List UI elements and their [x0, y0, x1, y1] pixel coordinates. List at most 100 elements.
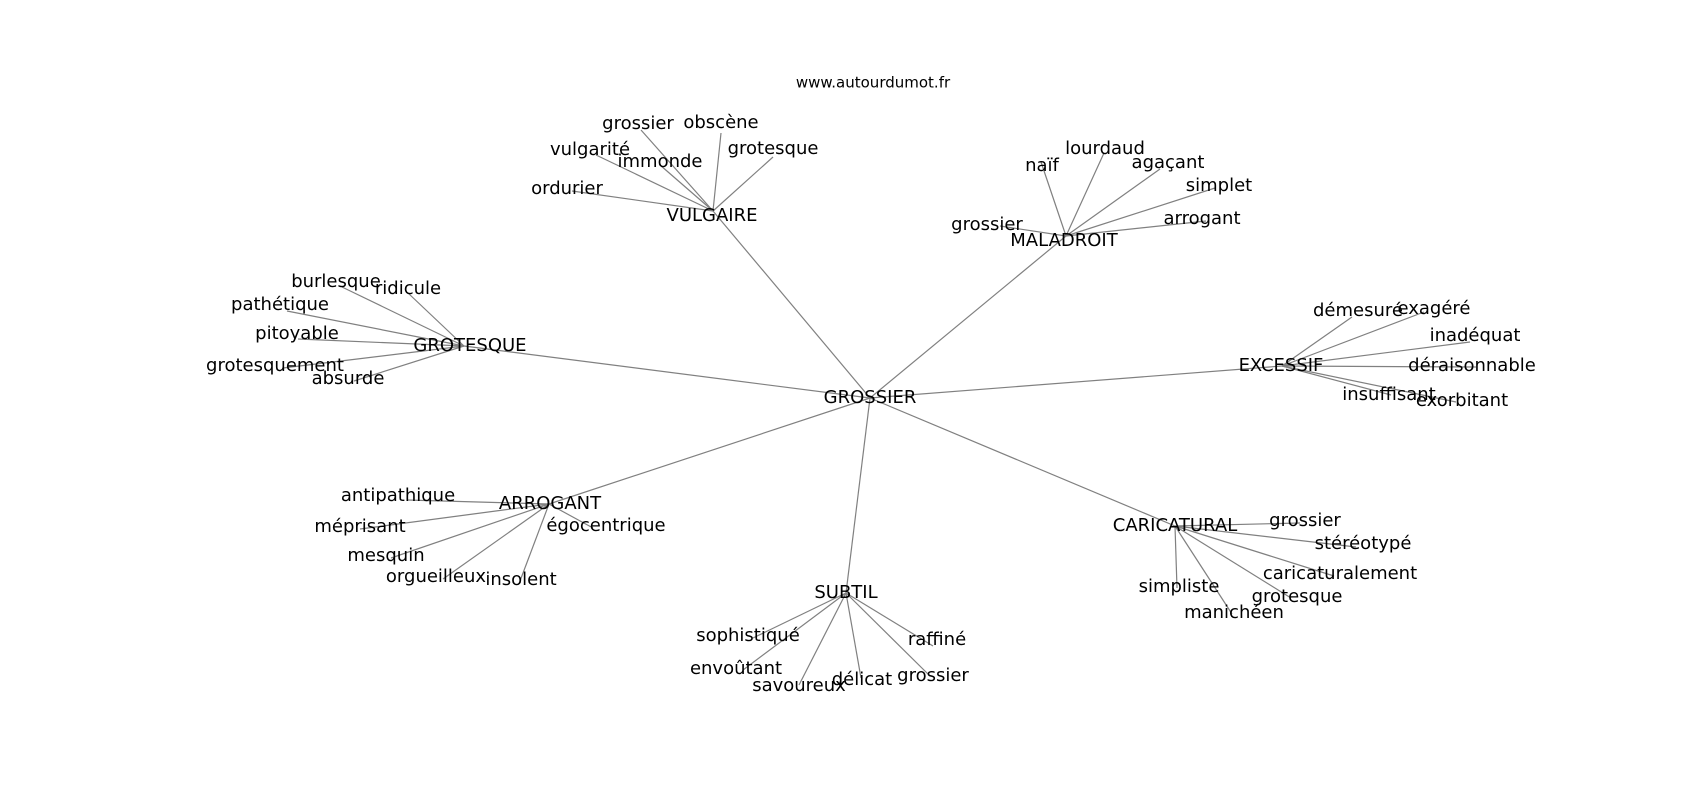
edge-vulgaire-ordurier — [571, 190, 714, 212]
edge-layer — [282, 129, 1477, 686]
edge-arrogant-antipathique — [406, 499, 550, 505]
edge-subtil-envoutant — [742, 592, 847, 671]
edge-grotesque-grotesquement — [282, 345, 465, 369]
leaf-node-subtil-raffine[interactable]: raffiné — [908, 629, 966, 650]
edge-vulgaire-obscene — [712, 132, 722, 212]
edge-excessif-deraisonnable — [1281, 365, 1477, 368]
hub-node-vulgaire[interactable]: VULGAIRE — [667, 205, 758, 226]
leaf-node-subtil-delicat[interactable]: délicat — [832, 669, 893, 690]
hub-node-excessif[interactable]: EXCESSIF — [1239, 355, 1324, 376]
leaf-node-vulgaire-immonde[interactable]: immonde — [618, 151, 703, 172]
edge-grotesque-ridicule — [407, 292, 465, 347]
leaf-node-excessif-deraisonnable[interactable]: déraisonnable — [1408, 355, 1536, 376]
leaf-node-vulgaire-ordurier[interactable]: ordurier — [531, 178, 603, 199]
leaf-node-caricatural-manicheen[interactable]: manichéen — [1184, 602, 1284, 623]
hub-node-arrogant[interactable]: ARROGANT — [499, 493, 602, 514]
leaf-node-excessif-demesure[interactable]: démesuré — [1313, 300, 1403, 321]
leaf-node-caricatural-grotesque[interactable]: grotesque — [1252, 586, 1343, 607]
edge-subtil-savoureux — [798, 592, 847, 686]
edge-caricatural-stereotype — [1174, 525, 1357, 548]
leaf-node-excessif-exagere[interactable]: exagéré — [1397, 298, 1470, 319]
edge-grotesque-burlesque — [341, 286, 465, 347]
edge-center-grotesque — [463, 345, 871, 399]
leaf-node-arrogant-orgueilleux[interactable]: orgueilleux — [386, 566, 486, 587]
edge-maladroit-naif — [1040, 161, 1067, 237]
leaf-node-maladroit-naif[interactable]: naïf — [1025, 155, 1059, 176]
edge-grotesque-absurde — [353, 345, 465, 382]
edge-grotesque-pitoyable — [297, 338, 465, 347]
node-layer: GROSSIER VULGAIRE grossier obscène vulgarité… — [206, 112, 1536, 696]
edge-excessif-inadequat — [1281, 341, 1471, 367]
leaf-node-vulgaire-grossier[interactable]: grossier — [602, 113, 674, 134]
edge-vulgaire-vulgarite — [595, 154, 714, 212]
edge-maladroit-simplet — [1065, 187, 1216, 237]
leaf-node-subtil-grossier[interactable]: grossier — [897, 665, 969, 686]
edge-caricatural-simpliste — [1174, 525, 1178, 589]
leaf-node-arrogant-insolent[interactable]: insolent — [485, 569, 556, 590]
edge-subtil-grossier — [845, 592, 931, 677]
leaf-node-grotesque-burlesque[interactable]: burlesque — [291, 271, 381, 292]
leaf-node-caricatural-caricaturalement[interactable]: caricaturalement — [1263, 563, 1417, 584]
edge-excessif-insuffisant — [1281, 365, 1392, 396]
edge-caricatural-grossier — [1174, 522, 1301, 527]
leaf-node-maladroit-grossier[interactable]: grossier — [951, 214, 1023, 235]
leaf-node-subtil-envoutant[interactable]: envoûtant — [690, 658, 782, 679]
edge-center-maladroit — [869, 235, 1067, 399]
center-node[interactable]: GROSSIER — [824, 387, 917, 408]
leaf-node-maladroit-arrogant[interactable]: arrogant — [1163, 208, 1240, 229]
edge-vulgaire-immonde — [659, 164, 714, 212]
leaf-node-grotesque-pathetique[interactable]: pathétique — [231, 294, 329, 315]
leaf-node-excessif-insuffisant[interactable]: insuffisant — [1342, 384, 1435, 405]
edge-caricatural-caricaturalement — [1174, 525, 1335, 577]
edge-arrogant-orgueilleux — [442, 503, 550, 580]
leaf-node-grotesque-ridicule[interactable]: ridicule — [375, 278, 441, 299]
edge-center-arrogant — [548, 397, 871, 505]
leaf-node-arrogant-meprisant[interactable]: méprisant — [314, 516, 405, 537]
edge-vulgaire-grotesque — [712, 156, 774, 212]
leaf-node-subtil-savoureux[interactable]: savoureux — [752, 675, 846, 696]
leaf-node-vulgaire-obscene[interactable]: obscène — [683, 112, 758, 133]
edge-caricatural-manicheen — [1174, 525, 1233, 615]
leaf-node-vulgaire-vulgarite[interactable]: vulgarité — [550, 139, 630, 160]
leaf-node-grotesque-grotesquement[interactable]: grotesquement — [206, 355, 344, 376]
edge-subtil-raffine — [845, 592, 934, 647]
edge-arrogant-mesquin — [390, 503, 550, 559]
edge-subtil-delicat — [845, 592, 862, 679]
leaf-node-maladroit-simplet[interactable]: simplet — [1186, 175, 1252, 196]
edge-arrogant-insolent — [519, 503, 550, 582]
edge-subtil-sophistique — [752, 592, 847, 639]
leaf-node-subtil-sophistique[interactable]: sophistiqué — [696, 625, 800, 646]
leaf-node-caricatural-simpliste[interactable]: simpliste — [1139, 576, 1220, 597]
hub-node-maladroit[interactable]: MALADROIT — [1010, 230, 1118, 251]
edge-maladroit-agacant — [1065, 168, 1161, 237]
leaf-node-maladroit-agacant[interactable]: agaçant — [1132, 152, 1205, 173]
edge-grotesque-pathetique — [286, 310, 465, 347]
leaf-node-arrogant-antipathique[interactable]: antipathique — [341, 485, 455, 506]
leaf-node-caricatural-grossier[interactable]: grossier — [1269, 510, 1341, 531]
leaf-node-caricatural-stereotype[interactable]: stéréotypé — [1315, 533, 1412, 554]
leaf-node-maladroit-lourdaud[interactable]: lourdaud — [1065, 138, 1145, 159]
hub-node-grotesque[interactable]: GROTESQUE — [413, 335, 526, 356]
edge-center-caricatural — [869, 397, 1176, 527]
leaf-node-grotesque-absurde[interactable]: absurde — [312, 368, 385, 389]
edge-caricatural-grotesque — [1174, 525, 1292, 599]
edge-center-vulgaire — [712, 210, 871, 399]
edge-excessif-demesure — [1281, 316, 1353, 367]
leaf-node-arrogant-egocentrique[interactable]: égocentrique — [546, 515, 665, 536]
edge-excessif-exagere — [1281, 311, 1425, 367]
edge-maladroit-lourdaud — [1065, 152, 1105, 237]
leaf-node-arrogant-mesquin[interactable]: mesquin — [347, 545, 424, 566]
leaf-node-vulgaire-grotesque[interactable]: grotesque — [728, 138, 819, 159]
edge-maladroit-arrogant — [1065, 220, 1207, 237]
edge-vulgaire-grossier — [640, 129, 714, 212]
edge-maladroit-grossier — [999, 225, 1067, 237]
leaf-node-excessif-inadequat[interactable]: inadéquat — [1430, 325, 1521, 346]
edge-center-excessif — [869, 365, 1283, 399]
leaf-node-grotesque-pitoyable[interactable]: pitoyable — [255, 323, 339, 344]
hub-node-caricatural[interactable]: CARICATURAL — [1113, 515, 1237, 536]
edge-arrogant-meprisant — [359, 503, 550, 530]
hub-node-subtil[interactable]: SUBTIL — [814, 582, 877, 603]
leaf-node-excessif-exorbitant[interactable]: exorbitant — [1416, 390, 1508, 411]
edge-arrogant-egocentrique — [548, 503, 594, 529]
